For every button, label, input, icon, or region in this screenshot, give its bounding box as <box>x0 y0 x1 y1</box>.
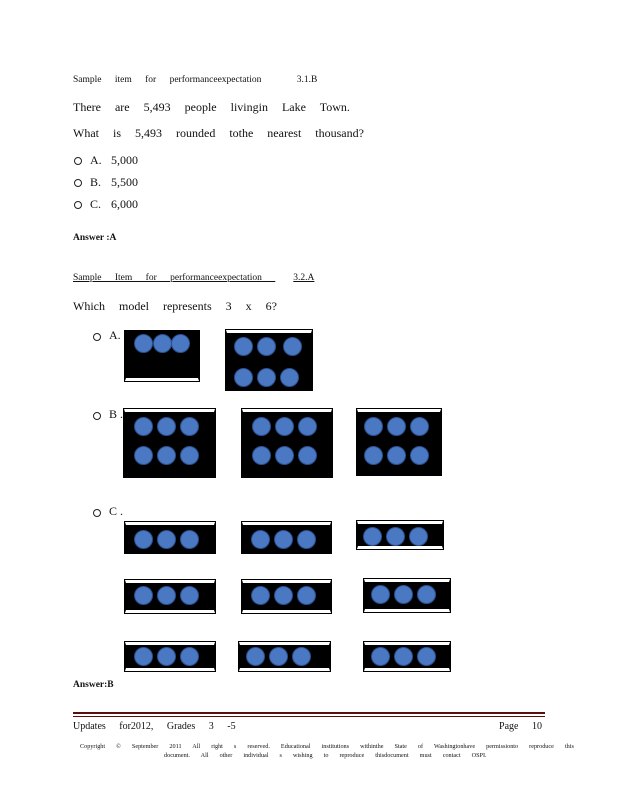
footer-page: Page 10 <box>499 721 542 732</box>
counter-dot <box>257 337 276 356</box>
array-box <box>241 408 333 478</box>
counter-dot <box>363 527 382 546</box>
q2-header: Sample Item for performanceexpectation 3… <box>73 273 315 283</box>
array-box <box>356 408 442 476</box>
radio-icon[interactable] <box>74 157 82 165</box>
q1-header: Sample item for performanceexpectation 3… <box>73 75 318 85</box>
counter-dot <box>157 446 176 465</box>
counter-dot <box>234 368 253 387</box>
option-letter: C. <box>90 197 102 211</box>
counter-dot <box>134 417 153 436</box>
counter-dot <box>409 527 428 546</box>
radio-icon[interactable] <box>93 412 101 420</box>
array-box <box>363 641 451 672</box>
option-text: 5,000 <box>111 153 138 167</box>
array-box <box>356 520 444 550</box>
q2-question: Which model represents 3 x 6? <box>73 299 277 313</box>
counter-dot <box>417 647 436 666</box>
counter-dot <box>386 527 405 546</box>
option-text: 5,500 <box>111 175 138 189</box>
counter-dot <box>292 647 311 666</box>
radio-icon[interactable] <box>93 333 101 341</box>
counter-dot <box>180 647 199 666</box>
counter-dot <box>157 586 176 605</box>
counter-dot <box>394 647 413 666</box>
counter-dot <box>275 446 294 465</box>
counter-dot <box>180 417 199 436</box>
counter-dot <box>153 334 172 353</box>
counter-dot <box>387 417 406 436</box>
option-letter: B. <box>90 175 102 189</box>
array-box <box>238 641 331 672</box>
array-box <box>123 408 216 478</box>
counter-dot <box>180 530 199 549</box>
counter-dot <box>297 530 316 549</box>
array-box <box>225 329 313 391</box>
q2-option-a-label: A. <box>109 328 121 342</box>
counter-dot <box>134 334 153 353</box>
array-box <box>124 579 216 614</box>
array-box <box>241 579 332 614</box>
counter-dot <box>283 337 302 356</box>
counter-dot <box>180 586 199 605</box>
counter-dot <box>180 446 199 465</box>
counter-dot <box>257 368 276 387</box>
counter-dot <box>134 446 153 465</box>
counter-dot <box>387 446 406 465</box>
counter-dot <box>157 647 176 666</box>
counter-dot <box>134 647 153 666</box>
counter-dot <box>298 446 317 465</box>
counter-dot <box>251 586 270 605</box>
array-box <box>241 521 332 554</box>
q2-option-c-label: C . <box>109 504 124 518</box>
counter-dot <box>364 417 383 436</box>
counter-dot <box>364 446 383 465</box>
counter-dot <box>410 417 429 436</box>
counter-dot <box>274 530 293 549</box>
q2-answer: Answer:B <box>73 680 114 690</box>
counter-dot <box>157 530 176 549</box>
counter-dot <box>171 334 190 353</box>
radio-icon[interactable] <box>74 201 82 209</box>
array-box <box>363 578 451 613</box>
counter-dot <box>134 586 153 605</box>
array-box <box>124 330 200 382</box>
array-box <box>124 641 216 672</box>
counter-dot <box>280 368 299 387</box>
counter-dot <box>410 446 429 465</box>
q2-option-b-label: B . <box>109 407 124 421</box>
footer-left: Updates for2012, Grades 3 -5 <box>73 721 236 732</box>
counter-dot <box>157 417 176 436</box>
copyright-line-2: document. All other individual s wishing… <box>164 752 487 759</box>
q1-answer: Answer :A <box>73 233 117 243</box>
counter-dot <box>246 647 265 666</box>
option-letter: A. <box>90 153 102 167</box>
q1-statement: There are 5,493 people livingin Lake Tow… <box>73 100 350 114</box>
counter-dot <box>269 647 288 666</box>
footer-rule-thin <box>73 716 545 717</box>
counter-dot <box>297 586 316 605</box>
option-text: 6,000 <box>111 197 138 211</box>
copyright-line-1: Copyright © September 2011 All right s r… <box>80 743 574 750</box>
counter-dot <box>134 530 153 549</box>
counter-dot <box>252 417 271 436</box>
counter-dot <box>371 585 390 604</box>
counter-dot <box>394 585 413 604</box>
counter-dot <box>252 446 271 465</box>
counter-dot <box>298 417 317 436</box>
counter-dot <box>371 647 390 666</box>
footer-rule <box>73 712 545 714</box>
counter-dot <box>274 586 293 605</box>
counter-dot <box>417 585 436 604</box>
radio-icon[interactable] <box>93 509 101 517</box>
counter-dot <box>251 530 270 549</box>
radio-icon[interactable] <box>74 179 82 187</box>
array-box <box>124 521 216 554</box>
counter-dot <box>275 417 294 436</box>
q1-question: What is 5,493 rounded tothe nearest thou… <box>73 126 364 140</box>
counter-dot <box>234 337 253 356</box>
